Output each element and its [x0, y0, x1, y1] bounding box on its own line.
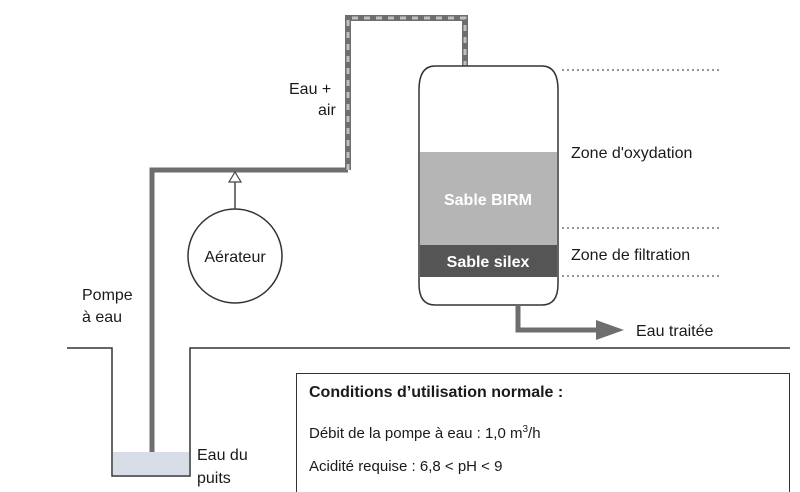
- debit-unit: /h: [528, 425, 541, 442]
- debit-exponent: 3: [522, 424, 529, 435]
- conditions-debit: Débit de la pompe à eau : 1,0 m3/h: [309, 424, 541, 442]
- zone-guides: [562, 69, 720, 277]
- ground-and-well: [67, 347, 790, 477]
- label-zone-filtration: Zone de filtration: [571, 247, 690, 264]
- aerator: [187, 170, 283, 304]
- filter-tank: [418, 65, 559, 306]
- debit-text: Débit de la pompe à eau : 1,0 m: [309, 425, 523, 442]
- label-puits-1: Eau du: [197, 447, 248, 464]
- outlet-pipe: [515, 305, 624, 340]
- label-eau-traitee: Eau traitée: [636, 323, 713, 340]
- label-puits-2: puits: [197, 470, 231, 487]
- label-pompe-2: à eau: [82, 309, 122, 326]
- label-aerateur: Aérateur: [204, 249, 266, 266]
- aerator-arrowhead: [227, 170, 243, 183]
- label-eau-air-1: Eau +: [289, 81, 331, 98]
- conditions-box: Conditions d’utilisation normale : Débit…: [296, 373, 790, 492]
- pump-pipe: [149, 167, 348, 452]
- sable-silex-band: [420, 245, 557, 277]
- outlet-arrowhead: [596, 320, 624, 340]
- label-eau-air-2: air: [318, 102, 336, 119]
- well-water: [113, 452, 189, 475]
- label-sable-silex: Sable silex: [447, 254, 530, 271]
- label-pompe-1: Pompe: [82, 287, 133, 304]
- conditions-acidite: Acidité requise : 6,8 < pH < 9: [309, 458, 503, 475]
- label-sable-birm: Sable BIRM: [444, 192, 532, 209]
- conditions-title: Conditions d’utilisation normale :: [309, 384, 564, 401]
- label-zone-oxydation: Zone d'oxydation: [571, 145, 692, 162]
- sable-birm-band: [420, 152, 557, 245]
